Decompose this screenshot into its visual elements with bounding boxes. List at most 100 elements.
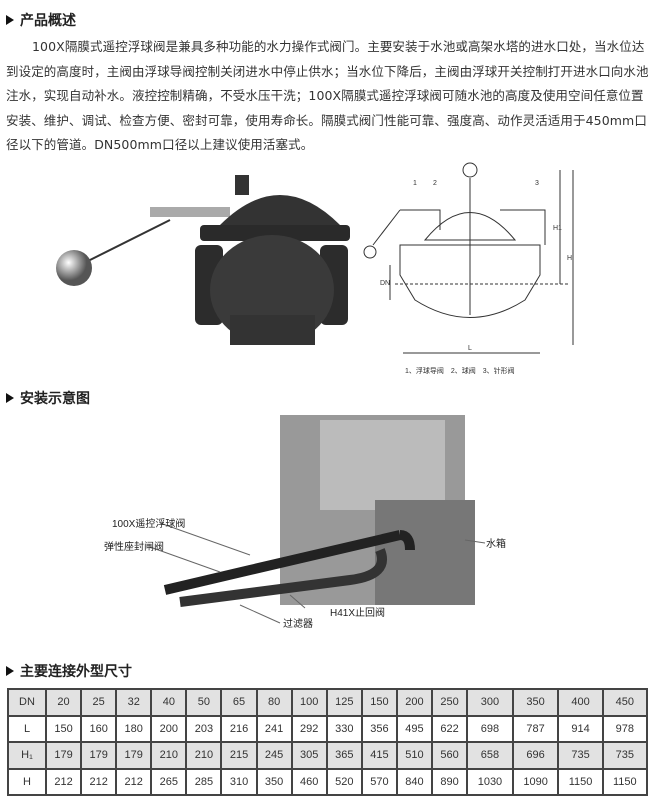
overview-heading: 产品概述 bbox=[6, 10, 76, 30]
table-cell: 150 bbox=[44, 714, 83, 743]
table-cell: 510 bbox=[395, 741, 434, 770]
heading-text: 安装示意图 bbox=[20, 391, 90, 407]
table-cell: 622 bbox=[431, 714, 469, 743]
table-cell: 330 bbox=[325, 714, 363, 743]
table-cell: 179 bbox=[115, 741, 153, 770]
table-cell: 215 bbox=[220, 741, 258, 770]
table-cell: 305 bbox=[290, 741, 328, 770]
table-cell: 200 bbox=[395, 688, 434, 717]
table-cell: 265 bbox=[150, 767, 188, 796]
label-filter: 过滤器 bbox=[283, 617, 313, 630]
table-cell: 212 bbox=[44, 767, 83, 796]
table-cell: 1150 bbox=[601, 767, 649, 796]
table-cell: 179 bbox=[44, 741, 83, 770]
table-cell: 241 bbox=[255, 714, 293, 743]
table-cell: 292 bbox=[290, 714, 328, 743]
float-ball bbox=[56, 250, 92, 286]
row-header: H₁ bbox=[7, 741, 47, 770]
table-cell: 696 bbox=[511, 741, 560, 770]
table-cell: 890 bbox=[431, 767, 469, 796]
table-cell: 1030 bbox=[466, 767, 514, 796]
table-cell: 365 bbox=[325, 741, 363, 770]
dimensions-heading: 主要连接外型尺寸 bbox=[6, 661, 132, 681]
table-cell: 210 bbox=[185, 741, 223, 770]
table-cell: 310 bbox=[220, 767, 258, 796]
table-cell: 787 bbox=[511, 714, 560, 743]
table-cell: 125 bbox=[325, 688, 363, 717]
table-cell: 250 bbox=[431, 688, 469, 717]
table-cell: 160 bbox=[80, 714, 118, 743]
table-cell: 20 bbox=[44, 688, 83, 717]
row-header: H bbox=[7, 767, 47, 796]
label-float-valve: 100X遥控浮球阀 bbox=[112, 517, 185, 530]
table-cell: 212 bbox=[115, 767, 153, 796]
heading-text: 主要连接外型尺寸 bbox=[20, 664, 132, 680]
callout-3: 3 bbox=[535, 180, 539, 187]
table-cell: 735 bbox=[601, 741, 649, 770]
label-gate-valve: 弹性座封闸阀 bbox=[104, 540, 164, 553]
row-header: DN bbox=[7, 688, 47, 717]
table-cell: 212 bbox=[80, 767, 118, 796]
label-check-valve: H41X止回阀 bbox=[330, 606, 385, 619]
dim-h: H bbox=[567, 255, 572, 262]
triangle-bullet-icon bbox=[6, 393, 14, 403]
table-cell: 210 bbox=[150, 741, 188, 770]
valve-product-photo bbox=[56, 175, 350, 345]
table-cell: 840 bbox=[395, 767, 434, 796]
table-cell: 520 bbox=[325, 767, 363, 796]
table-cell: 216 bbox=[220, 714, 258, 743]
callout-2: 2 bbox=[433, 180, 437, 187]
table-cell: 356 bbox=[360, 714, 398, 743]
valve-section-drawing: 1 2 3 H1 H DN L 1、浮球导阀 2、球阀 3、针形阀 bbox=[363, 162, 574, 375]
table-cell: 65 bbox=[220, 688, 258, 717]
label-tank: 水箱 bbox=[486, 537, 506, 550]
table-cell: 300 bbox=[466, 688, 514, 717]
table-cell: 200 bbox=[150, 714, 188, 743]
triangle-bullet-icon bbox=[6, 15, 14, 25]
triangle-bullet-icon bbox=[6, 666, 14, 676]
table-cell: 658 bbox=[466, 741, 514, 770]
dim-l: L bbox=[468, 345, 472, 352]
table-cell: 32 bbox=[115, 688, 153, 717]
overview-paragraph: 100X隔膜式遥控浮球阀是兼具多种功能的水力操作式阀门。主要安装于水池或高架水塔… bbox=[6, 39, 649, 152]
table-cell: 400 bbox=[557, 688, 604, 717]
table-cell: 80 bbox=[255, 688, 293, 717]
table-cell: 150 bbox=[360, 688, 398, 717]
table-cell: 735 bbox=[557, 741, 604, 770]
row-header: L bbox=[7, 714, 47, 743]
dim-h1: H1 bbox=[553, 225, 562, 232]
table-cell: 1090 bbox=[511, 767, 560, 796]
table-cell: 203 bbox=[185, 714, 223, 743]
table-cell: 415 bbox=[360, 741, 398, 770]
heading-text: 产品概述 bbox=[20, 13, 76, 29]
table-cell: 179 bbox=[80, 741, 118, 770]
callout-1: 1 bbox=[413, 180, 417, 187]
table-cell: 495 bbox=[395, 714, 434, 743]
table-cell: 245 bbox=[255, 741, 293, 770]
table-cell: 978 bbox=[601, 714, 649, 743]
table-cell: 100 bbox=[290, 688, 328, 717]
table-cell: 50 bbox=[185, 688, 223, 717]
table-cell: 25 bbox=[80, 688, 118, 717]
table-cell: 40 bbox=[150, 688, 188, 717]
table-cell: 560 bbox=[431, 741, 469, 770]
diagram-caption: 1、浮球导阀 2、球阀 3、针形阀 bbox=[405, 366, 515, 375]
table-cell: 460 bbox=[290, 767, 328, 796]
table-cell: 1150 bbox=[557, 767, 604, 796]
table-cell: 914 bbox=[557, 714, 604, 743]
table-cell: 698 bbox=[466, 714, 514, 743]
install-heading: 安装示意图 bbox=[6, 388, 90, 408]
table-cell: 570 bbox=[360, 767, 398, 796]
dim-dn: DN bbox=[380, 280, 390, 287]
table-cell: 180 bbox=[115, 714, 153, 743]
table-cell: 285 bbox=[185, 767, 223, 796]
table-cell: 350 bbox=[255, 767, 293, 796]
installation-illustration: 100X遥控浮球阀 弹性座封闸阀 水箱 H41X止回阀 过滤器 bbox=[104, 415, 506, 630]
table-cell: 450 bbox=[601, 688, 649, 717]
table-cell: 350 bbox=[511, 688, 560, 717]
